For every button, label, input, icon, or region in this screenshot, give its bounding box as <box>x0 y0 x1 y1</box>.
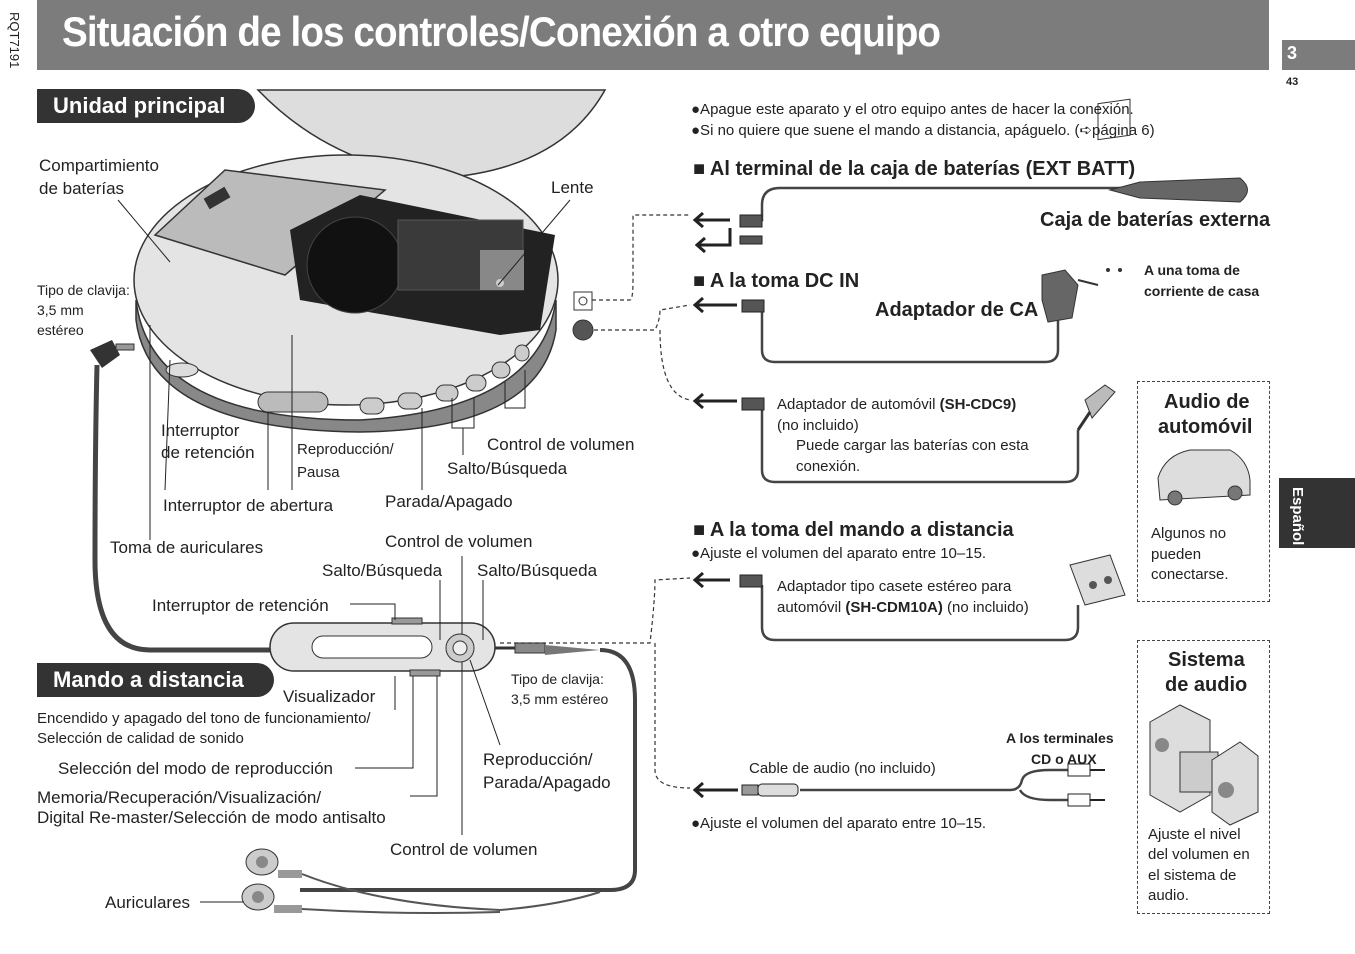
tone-quality-label-2: Selección de calidad de sonido <box>37 730 244 747</box>
memory-label-2: Digital Re-master/Selección de modo anti… <box>37 808 386 827</box>
battery-case <box>1108 177 1248 203</box>
audio-system-note-2: del volumen en <box>1148 846 1250 863</box>
remote-skip-left-label: Salto/Búsqueda <box>322 561 443 580</box>
note-2: ●Si no quiere que suene el mando a dista… <box>691 122 1155 139</box>
headphone-plug <box>90 340 275 653</box>
audio-system-heading-1: Sistema <box>1168 649 1245 671</box>
play-mode-label: Selección del modo de reproducción <box>58 759 334 778</box>
main-plug-type-3: estéreo <box>37 322 84 338</box>
display-label: Visualizador <box>283 687 376 706</box>
car-audio-heading-1: Audio de <box>1164 391 1250 413</box>
hold-switch-label-1: Interruptor <box>161 421 240 440</box>
outlet-label-2: corriente de casa <box>1144 283 1260 299</box>
cassette-adaptor <box>1069 554 1126 606</box>
audio-system-illustration <box>1149 704 1259 826</box>
car-adaptor-extra-3: conexión. <box>796 458 861 475</box>
headphone-jack-label: Toma de auriculares <box>110 538 264 557</box>
main-volume-label: Control de volumen <box>487 435 635 454</box>
audio-system-note-4: audio. <box>1148 887 1189 904</box>
cassette-text-2: automóvil <box>777 599 846 616</box>
remote-volume-bottom-label: Control de volumen <box>390 840 538 859</box>
main-plug-type-2: 3,5 mm <box>37 302 84 318</box>
tone-quality-label-1: Encendido y apagado del tono de funciona… <box>37 710 371 727</box>
stop-off-label: Parada/Apagado <box>385 492 513 511</box>
earphones-label: Auriculares <box>105 893 191 912</box>
play-stop-off-label-2: Parada/Apagado <box>483 773 611 792</box>
remote-plug-type-2: 3,5 mm estéreo <box>511 691 609 707</box>
memory-label-1: Memoria/Recuperación/Visualización/ <box>37 788 322 807</box>
car-adaptor <box>1076 384 1116 431</box>
play-stop-off-label-1: Reproducción/ <box>483 750 593 769</box>
car-adaptor-extra-2: Puede cargar las baterías con esta <box>796 437 1029 454</box>
remote-jack-heading: ■ A la toma del mando a distancia <box>693 519 1014 541</box>
battery-compartment-label-2: de baterías <box>39 179 125 198</box>
car-adaptor-extra-1: (no incluido) <box>777 417 859 434</box>
play-pause-label-2: Pausa <box>297 464 340 481</box>
language-tab <box>1279 478 1355 548</box>
audio-system-note-3: el sistema de <box>1148 867 1237 884</box>
remote-plug-type-1: Tipo de clavija: <box>511 671 604 687</box>
remote-volume-top-label: Control de volumen <box>385 532 533 551</box>
remote-heading: Mando a distancia <box>37 663 274 697</box>
audio-system-note-1: Ajuste el nivel <box>1148 826 1241 843</box>
audio-system-box <box>1137 640 1270 914</box>
remote-illustration <box>269 617 637 892</box>
car-adaptor-text: Adaptador de automóvil <box>777 396 940 413</box>
car-adaptor-model: (SH-CDC9) <box>939 396 1017 413</box>
volume-note: ●Ajuste el volumen del aparato entre 10–… <box>691 815 987 832</box>
page-title: Situación de los controles/Conexión a ot… <box>62 8 941 55</box>
remote-hold-label: Interruptor de retención <box>152 596 329 615</box>
car-audio-note-3: conectarse. <box>1151 566 1229 583</box>
car-audio-heading-2: automóvil <box>1158 416 1253 438</box>
page-number: 3 <box>1287 43 1298 63</box>
main-plug-type-1: Tipo de clavija: <box>37 282 130 298</box>
outlet-label-1: A una toma de <box>1144 262 1240 278</box>
car-audio-note-2: pueden <box>1151 546 1202 563</box>
remote-skip-right-label: Salto/Búsqueda <box>477 561 598 580</box>
cd-player-illustration <box>133 89 607 433</box>
play-pause-label-1: Reproducción/ <box>297 441 394 458</box>
car-audio-note-1: Algunos no <box>1151 525 1227 542</box>
audio-system-heading-2: de audio <box>1165 674 1248 696</box>
ext-batt-heading: ■ Al terminal de la caja de baterías (EX… <box>693 158 1136 180</box>
cassette-label-1: Adaptador tipo casete estéreo para <box>777 578 1012 595</box>
open-switch-label: Interruptor de abertura <box>163 496 334 515</box>
lens-label: Lente <box>551 178 594 197</box>
cassette-model: (SH-CDM10A) <box>845 599 943 616</box>
ac-adaptor-label: Adaptador de CA <box>875 299 1039 321</box>
car-audio-box <box>1137 381 1270 602</box>
earphones-illustration <box>200 848 601 914</box>
car-illustration <box>1157 449 1251 506</box>
main-skip-label: Salto/Búsqueda <box>447 459 568 478</box>
audio-cable-label: Cable de audio (no incluido) <box>749 760 936 777</box>
battery-case-label: Caja de baterías externa <box>1040 209 1271 231</box>
page-number-small: 43 <box>1286 76 1299 88</box>
car-adaptor-label: Adaptador de automóvil (SH-CDC9) <box>777 395 1016 415</box>
ac-adaptor <box>1041 98 1131 323</box>
dc-in-heading: ■ A la toma DC IN <box>693 270 860 292</box>
hold-switch-label-2: de retención <box>161 443 255 462</box>
cassette-extra: (no incluido) <box>942 599 1029 616</box>
battery-compartment-label-1: Compartimiento <box>39 156 159 175</box>
terminals-label-1: A los terminales <box>1006 730 1114 746</box>
page-number-box <box>1282 40 1355 70</box>
terminals-label-2: CD o AUX <box>1031 751 1097 767</box>
main-unit-heading: Unidad principal <box>37 89 256 123</box>
cassette-label-2: automóvil (SH-CDM10A) (no incluido) <box>777 598 1029 618</box>
title-bar <box>37 0 1269 70</box>
note-1: ●Apague este aparato y el otro equipo an… <box>691 101 1134 118</box>
remote-jack-note: ●Ajuste el volumen del aparato entre 10–… <box>691 545 987 562</box>
